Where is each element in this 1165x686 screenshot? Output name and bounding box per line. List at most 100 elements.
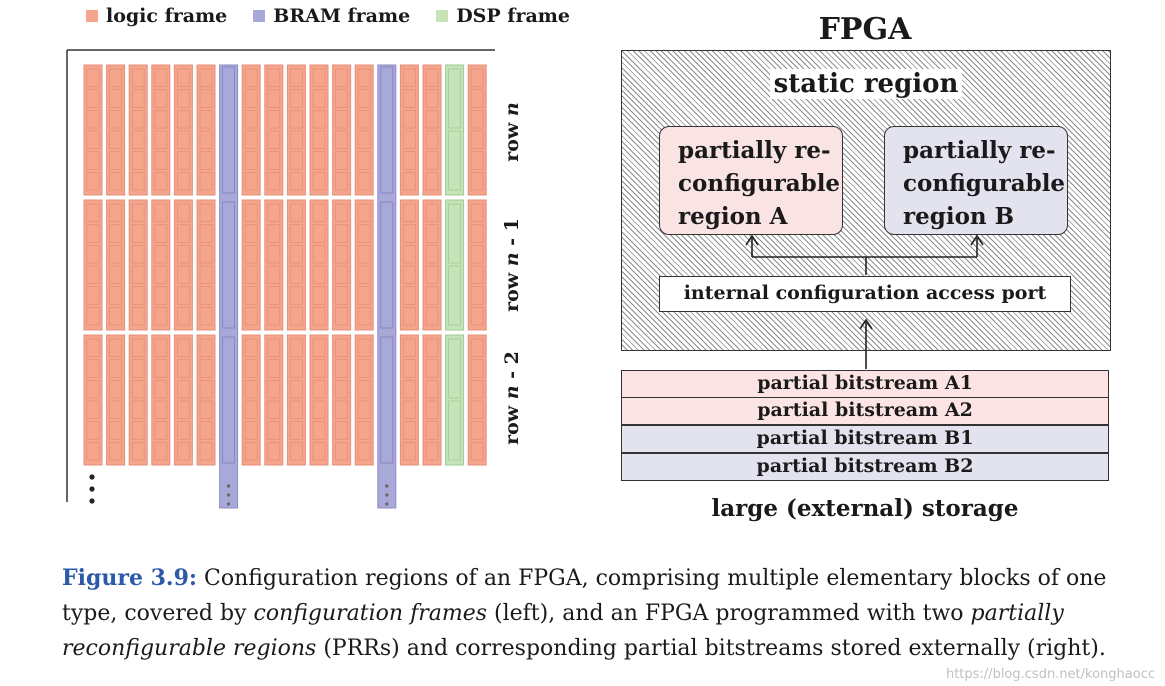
logic-block-r1-c17-5 bbox=[470, 306, 484, 326]
logic-block-r0-c14-4 bbox=[402, 151, 416, 170]
logic-block-r1-c7-2 bbox=[244, 244, 258, 264]
logic-block-r0-c0-2 bbox=[86, 109, 100, 129]
logic-block-r2-c7-2 bbox=[244, 379, 258, 399]
logic-block-r1-c9-2 bbox=[289, 244, 303, 264]
logic-block-r0-c4-0 bbox=[177, 68, 190, 88]
logic-block-r1-c17-1 bbox=[470, 224, 484, 243]
logic-block-r0-c3-3 bbox=[154, 130, 168, 150]
bram-column-13 bbox=[377, 64, 397, 509]
logic-block-r1-c3-3 bbox=[154, 265, 168, 285]
logic-block-r1-c2-1 bbox=[131, 224, 145, 243]
logic-block-r1-c1-0 bbox=[109, 203, 122, 223]
bram-frame-r2-c6 bbox=[222, 336, 236, 464]
logic-block-r0-c3-2 bbox=[154, 109, 168, 129]
logic-block-r0-c1-3 bbox=[109, 130, 122, 150]
logic-block-r2-c14-1 bbox=[402, 359, 416, 378]
legend-label-bram: BRAM frame bbox=[273, 5, 411, 27]
logic-block-r1-c10-1 bbox=[312, 224, 326, 243]
logic-block-r2-c7-5 bbox=[244, 441, 258, 461]
logic-block-r0-c15-5 bbox=[425, 171, 439, 191]
logic-block-r2-c3-2 bbox=[154, 379, 168, 399]
logic-block-r0-c8-1 bbox=[267, 89, 281, 108]
logic-block-r1-c8-2 bbox=[267, 244, 281, 264]
logic-block-r1-c12-4 bbox=[357, 286, 371, 305]
logic-block-r0-c2-4 bbox=[131, 151, 145, 170]
logic-block-r2-c3-1 bbox=[154, 359, 168, 378]
logic-block-r1-c2-5 bbox=[131, 306, 145, 326]
logic-block-r2-c17-0 bbox=[470, 338, 484, 358]
logic-block-r0-c7-4 bbox=[244, 151, 258, 170]
logic-block-r2-c3-3 bbox=[154, 400, 168, 420]
logic-block-r0-c17-0 bbox=[470, 68, 484, 88]
logic-block-r1-c4-4 bbox=[177, 286, 190, 305]
logic-frame-r0-c11 bbox=[332, 64, 352, 196]
legend-label-dsp: DSP frame bbox=[456, 5, 570, 27]
logic-block-r0-c9-0 bbox=[289, 68, 303, 88]
logic-frame-r0-c14 bbox=[399, 64, 419, 196]
logic-block-r2-c5-3 bbox=[199, 400, 213, 420]
logic-block-r0-c4-4 bbox=[177, 151, 190, 170]
dsp-frame-r0-c16 bbox=[445, 64, 465, 196]
logic-block-r0-c12-3 bbox=[357, 130, 371, 150]
logic-block-r1-c15-4 bbox=[425, 286, 439, 305]
prr-a: partially re- configurable region A bbox=[659, 126, 843, 235]
logic-block-r0-c17-2 bbox=[470, 109, 484, 129]
logic-block-r2-c2-1 bbox=[131, 359, 145, 378]
logic-block-r1-c1-2 bbox=[109, 244, 122, 264]
logic-block-r1-c15-3 bbox=[425, 265, 439, 285]
legend-item-dsp: DSP frame bbox=[436, 5, 570, 27]
logic-frame-r2-c17 bbox=[467, 334, 487, 466]
branch-to-prr-a-arrowhead bbox=[745, 234, 759, 246]
logic-block-r1-c9-3 bbox=[289, 265, 303, 285]
logic-block-r2-c4-1 bbox=[177, 359, 190, 378]
logic-block-r1-c1-1 bbox=[109, 224, 122, 243]
logic-block-r0-c2-2 bbox=[131, 109, 145, 129]
watermark: https://blog.csdn.net/konghaocc bbox=[945, 667, 1155, 682]
logic-block-r0-c15-1 bbox=[425, 89, 439, 108]
logic-block-r0-c1-5 bbox=[109, 171, 122, 191]
logic-block-r0-c5-4 bbox=[199, 151, 213, 170]
caption-emph-2: partially reconfigurable regions bbox=[62, 601, 1064, 661]
logic-block-r1-c10-3 bbox=[312, 265, 326, 285]
dsp-frame-r1-c16 bbox=[445, 199, 465, 331]
logic-block-r1-c17-4 bbox=[470, 286, 484, 305]
storage-label: large (external) storage bbox=[711, 495, 1019, 522]
logic-block-r2-c0-4 bbox=[86, 421, 100, 440]
logic-block-r0-c12-2 bbox=[357, 109, 371, 129]
logic-frame-r0-c10 bbox=[309, 64, 329, 196]
logic-frame-r2-c12 bbox=[354, 334, 374, 466]
logic-block-r1-c0-4 bbox=[86, 286, 100, 305]
logic-block-r2-c15-4 bbox=[425, 421, 439, 440]
logic-block-r2-c11-1 bbox=[335, 359, 349, 378]
logic-block-r1-c17-3 bbox=[470, 265, 484, 285]
continuation-dot-1 bbox=[89, 486, 95, 492]
logic-block-r2-c4-3 bbox=[177, 400, 190, 420]
logic-block-r0-c10-4 bbox=[312, 151, 326, 170]
logic-block-r1-c14-5 bbox=[402, 306, 416, 326]
logic-frame-r1-c2 bbox=[128, 199, 148, 331]
logic-block-r2-c12-5 bbox=[357, 441, 371, 461]
logic-block-r2-c4-5 bbox=[177, 441, 190, 461]
logic-block-r0-c12-5 bbox=[357, 171, 371, 191]
logic-block-r0-c11-5 bbox=[335, 171, 349, 191]
logic-frame-r1-c14 bbox=[399, 199, 419, 331]
logic-block-r2-c12-0 bbox=[357, 338, 371, 358]
logic-block-r0-c0-3 bbox=[86, 130, 100, 150]
logic-block-r2-c1-0 bbox=[109, 338, 122, 358]
storage-to-icap-arrowhead bbox=[859, 318, 873, 330]
logic-block-r2-c15-3 bbox=[425, 400, 439, 420]
logic-block-r0-c2-0 bbox=[131, 68, 145, 88]
logic-block-r1-c11-0 bbox=[335, 203, 349, 223]
logic-block-r2-c9-4 bbox=[289, 421, 303, 440]
logic-block-r2-c4-0 bbox=[177, 338, 190, 358]
logic-frame-r0-c1 bbox=[106, 64, 126, 196]
logic-block-r0-c2-3 bbox=[131, 130, 145, 150]
logic-block-r2-c3-4 bbox=[154, 421, 168, 440]
logic-swatch bbox=[86, 10, 98, 22]
logic-block-r0-c0-0 bbox=[86, 68, 100, 88]
dsp-block-r0-c16-1 bbox=[448, 130, 462, 191]
logic-block-r0-c15-0 bbox=[425, 68, 439, 88]
logic-frame-r0-c7 bbox=[241, 64, 261, 196]
logic-block-r2-c12-3 bbox=[357, 400, 371, 420]
logic-block-r2-c10-1 bbox=[312, 359, 326, 378]
